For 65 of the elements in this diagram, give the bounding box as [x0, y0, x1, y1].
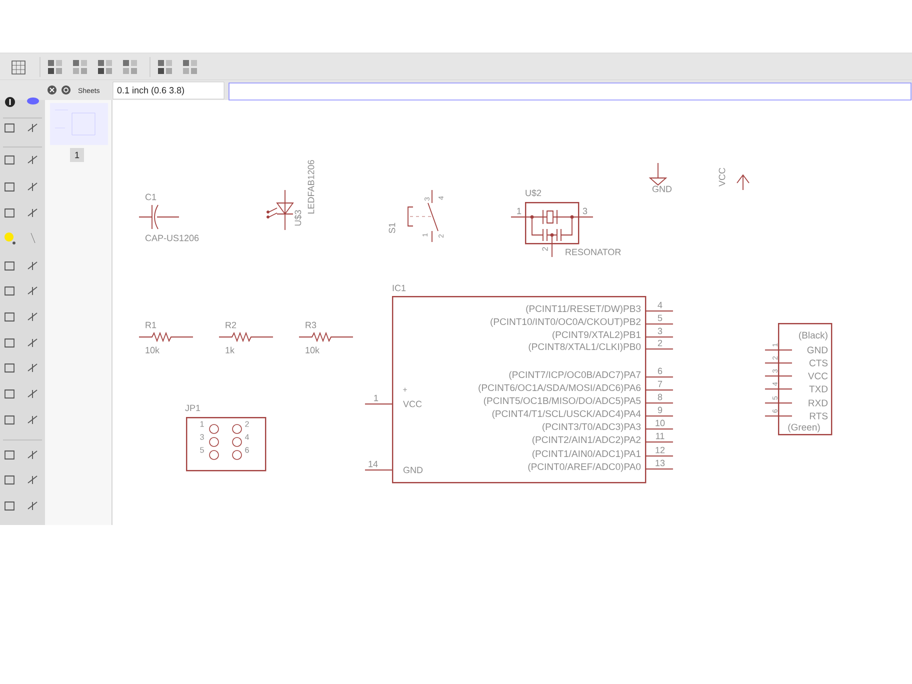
pin-label: (PCINT9/XTAL2)PB1 [552, 331, 641, 340]
pin-number: 13 [656, 460, 665, 466]
part-value: 1k [226, 346, 235, 354]
part-name: R3 [306, 322, 316, 328]
pin-number: 2 [245, 421, 249, 427]
pin-label: (PCINT8/XTAL1/CLKI)PB0 [528, 343, 641, 352]
pin-number: 4 [658, 302, 662, 308]
pin-label: GND [807, 346, 828, 354]
part-name: R2 [226, 322, 236, 328]
sheet-number: 1 [75, 152, 80, 158]
pin-number: 12 [656, 446, 665, 454]
pin-number: 2 [542, 247, 548, 251]
part-name: C1 [145, 194, 156, 200]
pin-label: (Green) [788, 424, 820, 432]
part-value: 10k [306, 346, 320, 354]
pin-label: (PCINT5/OC1B/MISO/DO/ADC5)PA5 [484, 397, 641, 406]
part-name: U$2 [526, 189, 542, 197]
part-name: IC1 [392, 284, 406, 292]
pin-label: VCC [403, 400, 422, 408]
pin-number: 11 [656, 432, 664, 440]
pin-label: (PCINT10/INT0/OC0A/CKOUT)PB2 [490, 318, 641, 327]
pin-number: 9 [658, 406, 662, 414]
pin-label: (PCINT4/T1/SCL/USCK/ADC4)PA4 [492, 410, 641, 419]
pin-label: VCC [808, 372, 828, 380]
part-value: 10k [146, 346, 160, 354]
pin-number: 5 [200, 447, 204, 453]
net-label: GND [652, 186, 672, 192]
coordinate-text: 0.1 inch (0.6 3.8) [117, 86, 184, 96]
pin-number: 2 [658, 340, 662, 346]
part-name: U$3 [294, 210, 302, 226]
polarity-mark: + [403, 388, 407, 392]
pin-label: (PCINT7/ICP/OC0B/ADC7)PA7 [509, 371, 641, 380]
pin-number: 1 [374, 394, 378, 402]
pin-number: 3 [200, 434, 204, 440]
pin-number: 5 [658, 314, 662, 322]
pin-label: (PCINT1/AIN0/ADC1)PA1 [532, 450, 641, 459]
pin-number: 6 [245, 447, 249, 453]
pin-number: 7 [658, 380, 662, 388]
pin-number: 4 [244, 434, 249, 440]
part-name: JP1 [185, 404, 200, 412]
pin-number: 1 [200, 421, 204, 427]
part-value: CAP-US1206 [145, 234, 199, 242]
pin-label: CTS [810, 360, 828, 366]
net-label: VCC [718, 168, 726, 186]
pin-number: 6 [658, 368, 662, 374]
pin-label: (PCINT0/AREF/ADC0)PA0 [528, 463, 641, 472]
pin-number: 14 [368, 460, 378, 468]
pin-label: RTS [810, 412, 828, 420]
pin-number: 3 [658, 328, 662, 334]
pin-label: (PCINT2/AIN1/ADC2)PA2 [532, 436, 641, 445]
part-value: LEDFAB1206 [308, 160, 314, 214]
pin-number: 3 [582, 208, 588, 214]
pin-label: (PCINT6/OC1A/SDA/MOSI/ADC6)PA6 [478, 384, 641, 393]
pin-label: RXD [808, 400, 828, 406]
part-value: RESONATOR [566, 248, 621, 256]
pin-number: 10 [656, 420, 665, 426]
pin-label: (PCINT11/RESET/DW)PB3 [526, 305, 641, 314]
pin-label: GND [403, 466, 423, 474]
part-name: R1 [146, 322, 156, 328]
pin-number: 1 [517, 208, 522, 214]
part-name: S1 [388, 222, 396, 234]
pin-label: (PCINT3/T0/ADC3)PA3 [542, 423, 641, 432]
pin-label: (Black) [799, 332, 828, 340]
pin-number: 8 [658, 394, 662, 400]
pin-label: TXD [809, 386, 828, 392]
